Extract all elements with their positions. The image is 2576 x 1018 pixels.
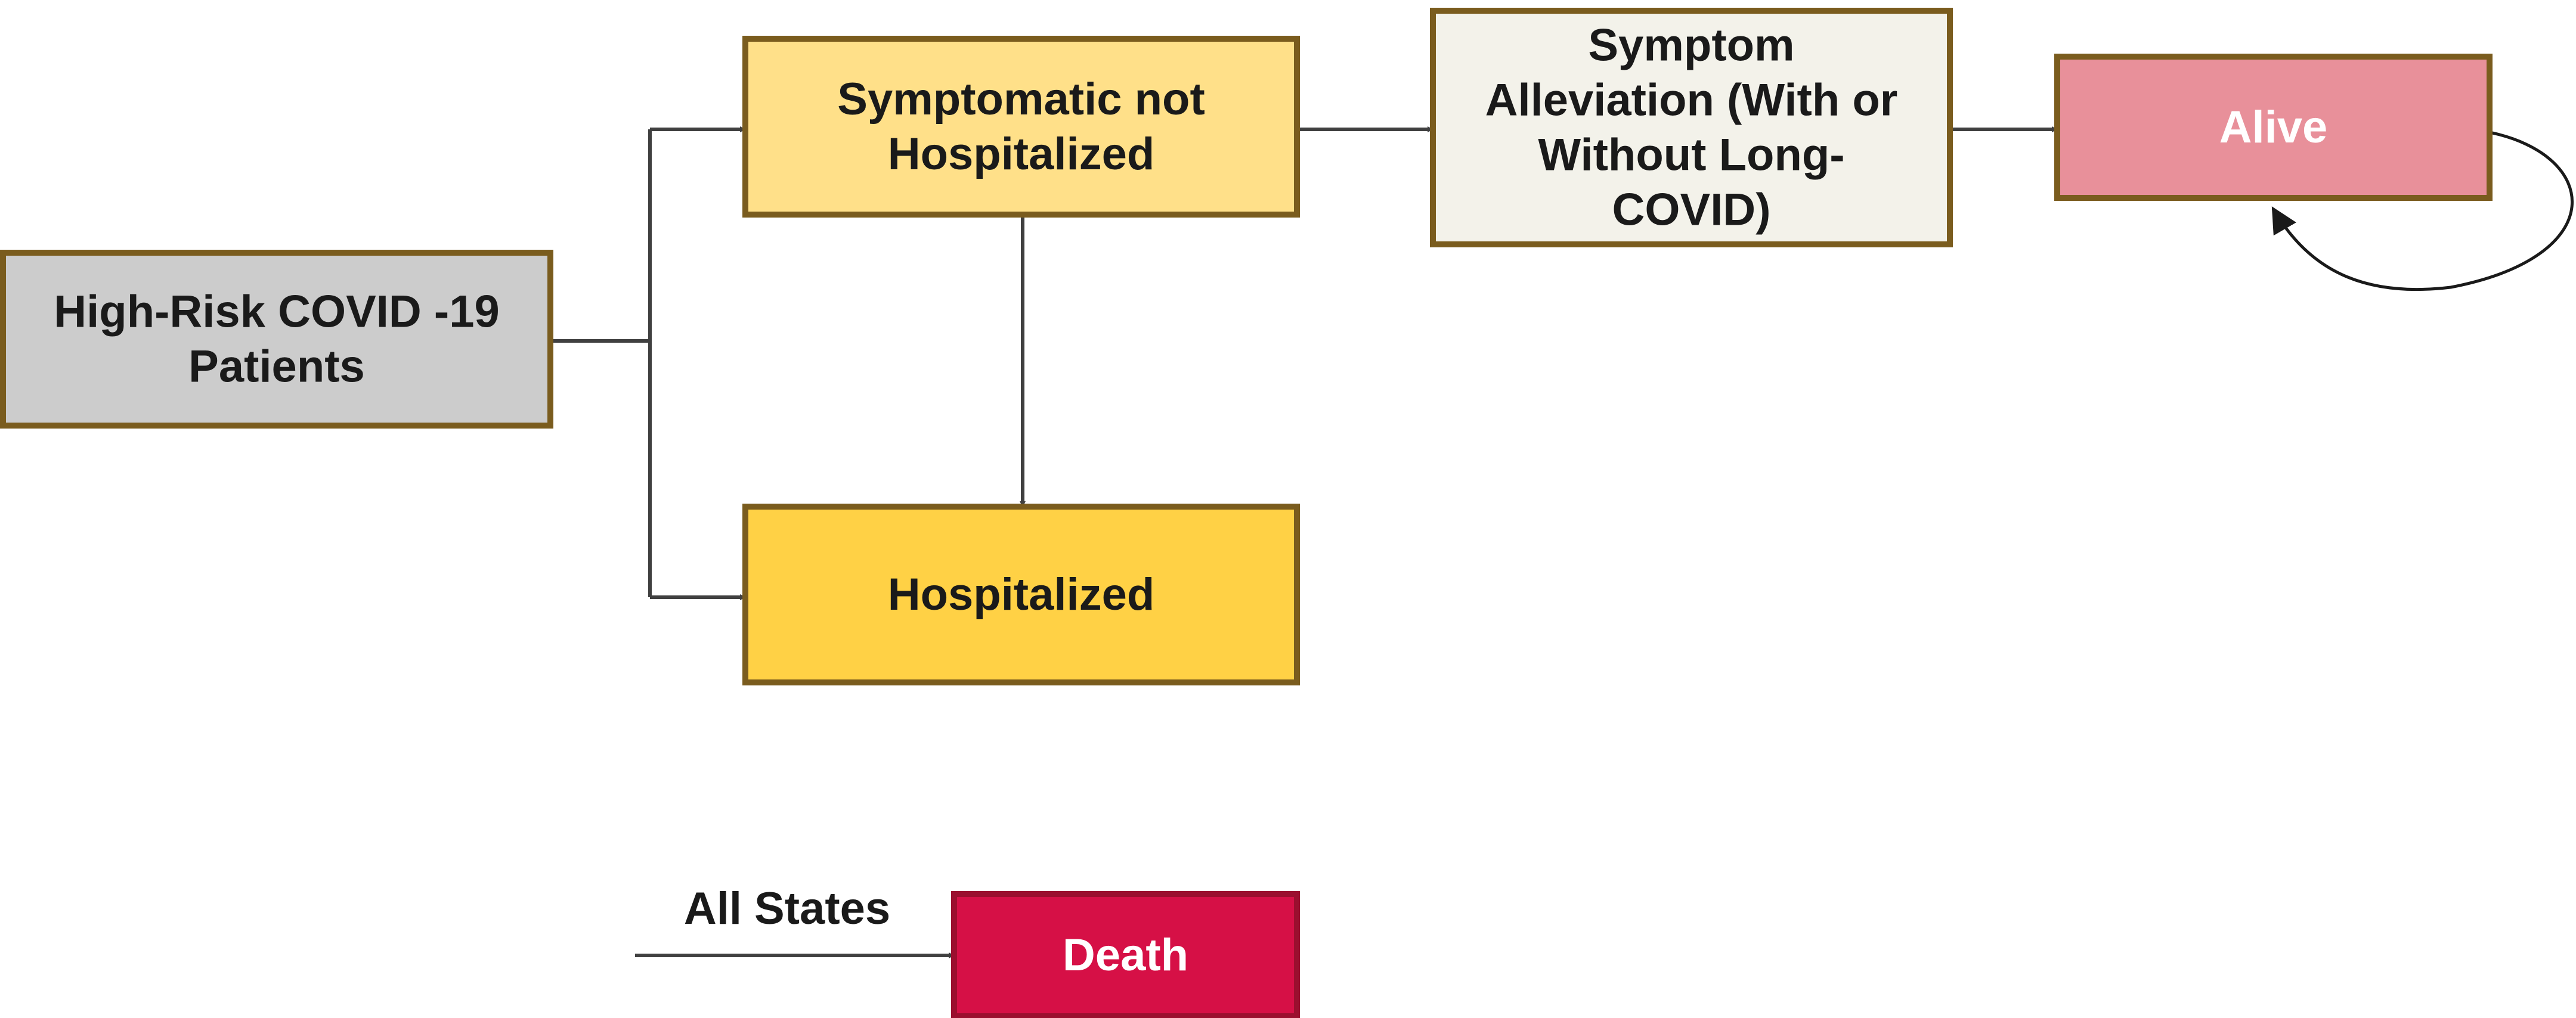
- node-symptom-alleviation-label-line: Symptom: [1588, 20, 1794, 71]
- node-death-box: [951, 891, 1300, 1018]
- node-alive-box: [2054, 54, 2493, 201]
- node-hospitalized-box: [742, 504, 1300, 685]
- node-alive: Alive: [2054, 54, 2493, 201]
- all-states-label: All States: [684, 883, 890, 934]
- node-high-risk-patients-box: [0, 250, 553, 429]
- node-high-risk-patients-label-line: Patients: [188, 342, 365, 392]
- node-symptom-alleviation-box: [1430, 8, 1953, 247]
- node-symptomatic-not-hospitalized-box: [742, 36, 1300, 218]
- node-alive-label-line: Alive: [2219, 102, 2328, 153]
- node-symptom-alleviation-label-line: COVID): [1612, 185, 1771, 235]
- node-symptom-alleviation-label-line: Without Long-: [1538, 130, 1844, 181]
- alive-self-loop-arrow: [2271, 131, 2574, 291]
- node-death-label-line: Death: [1063, 930, 1188, 980]
- node-symptom-alleviation-label-line: Alleviation (With or: [1485, 75, 1898, 126]
- node-hospitalized: Hospitalized: [742, 504, 1300, 685]
- node-symptomatic-not-hospitalized-label-line: Hospitalized: [888, 129, 1155, 179]
- node-death: Death: [951, 891, 1300, 1018]
- node-hospitalized-label-line: Hospitalized: [888, 569, 1155, 620]
- connectors: [552, 126, 2058, 958]
- node-symptomatic-not-hospitalized-label-line: Symptomatic not: [837, 74, 1205, 125]
- node-high-risk-patients-label-line: High-Risk COVID -19: [54, 287, 499, 337]
